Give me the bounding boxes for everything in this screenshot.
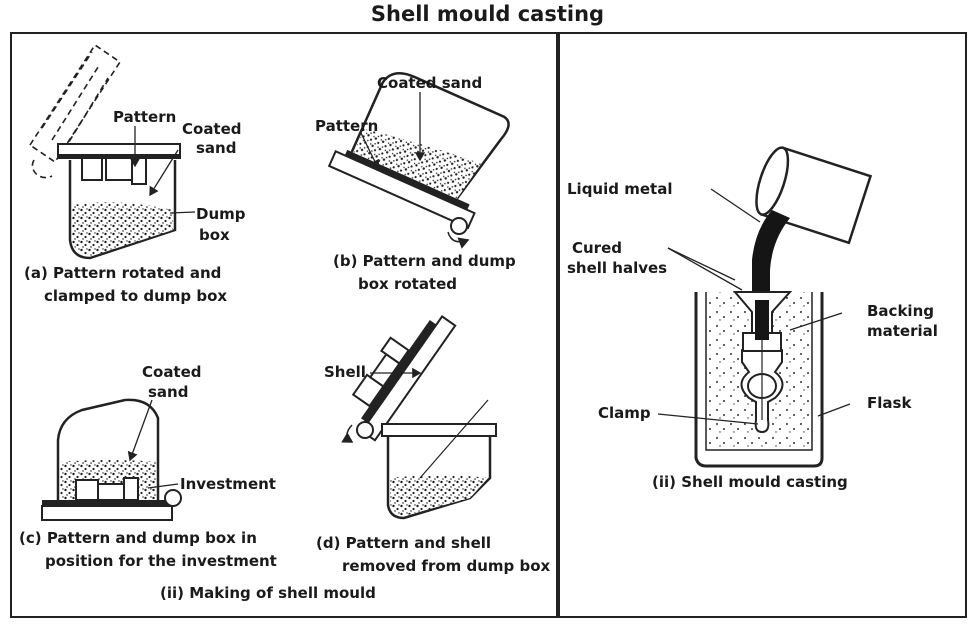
figure-a	[28, 43, 196, 260]
flask	[694, 292, 824, 468]
making-panel-frame	[10, 32, 558, 618]
figure-casting	[657, 146, 873, 468]
label-a-coated-line2: sand	[196, 139, 237, 157]
figure-b-dump-box	[350, 71, 510, 200]
label-cured-line2: shell halves	[567, 259, 668, 277]
figure-a-clamp-bar	[58, 154, 180, 158]
figure-d-dump-box	[386, 436, 492, 520]
label-b-coated-sand: Coated sand	[377, 74, 483, 92]
caption-d-line1: (d) Pattern and shell	[316, 534, 492, 552]
label-cured-line1: Cured	[572, 239, 622, 257]
label-liquid-metal: Liquid metal	[567, 180, 673, 198]
label-d-shell: Shell	[324, 363, 366, 381]
figure-d-shell	[360, 320, 437, 423]
caption-casting: (ii) Shell mould casting	[652, 473, 848, 491]
figure-a-dump-box	[68, 160, 177, 260]
caption-making: (ii) Making of shell mould	[160, 584, 376, 602]
label-a-dump-line1: Dump	[196, 205, 246, 223]
figure-a-pattern-block-left	[81, 157, 103, 181]
caption-a-line1: (a) Pattern rotated and	[24, 264, 222, 282]
caption-c-line1: (c) Pattern and dump box in	[19, 529, 257, 547]
label-a-pattern: Pattern	[113, 108, 177, 126]
label-flask: Flask	[867, 394, 912, 412]
label-a-dump-line2: box	[199, 226, 230, 244]
figure-c-dump-box	[56, 398, 160, 500]
figure-a-coated-sand	[72, 202, 173, 256]
figure-b-pivot	[450, 217, 468, 235]
figure-d	[341, 315, 497, 520]
caption-b-line2: box rotated	[358, 275, 458, 293]
figure-c-pivot	[164, 489, 182, 507]
label-backing-line1: Backing	[867, 302, 934, 320]
label-a-coated-line1: Coated	[182, 120, 242, 138]
figure-b	[327, 71, 510, 249]
figure-a-rotating-pattern-outline	[28, 43, 122, 179]
label-b-pattern: Pattern	[315, 117, 379, 135]
label-backing-line2: material	[867, 322, 938, 340]
caption-a-line2: clamped to dump box	[44, 287, 228, 305]
casting-panel-frame	[558, 32, 967, 618]
label-clamp: Clamp	[598, 404, 651, 422]
page-title: Shell mould casting	[370, 2, 605, 26]
figure-a-pattern-block-mid	[105, 157, 133, 181]
label-c-investment: Investment	[180, 475, 276, 493]
caption-d-line2: removed from dump box	[342, 557, 551, 575]
label-c-coated-line1: Coated	[142, 363, 202, 381]
figure-c-pattern-plate	[41, 505, 173, 521]
figure-a-pattern-block-right	[131, 157, 147, 185]
caption-b-line1: (b) Pattern and dump	[333, 252, 516, 270]
label-c-coated-line2: sand	[148, 383, 189, 401]
caption-c-line2: position for the investment	[45, 552, 277, 570]
figure-c	[41, 398, 182, 521]
